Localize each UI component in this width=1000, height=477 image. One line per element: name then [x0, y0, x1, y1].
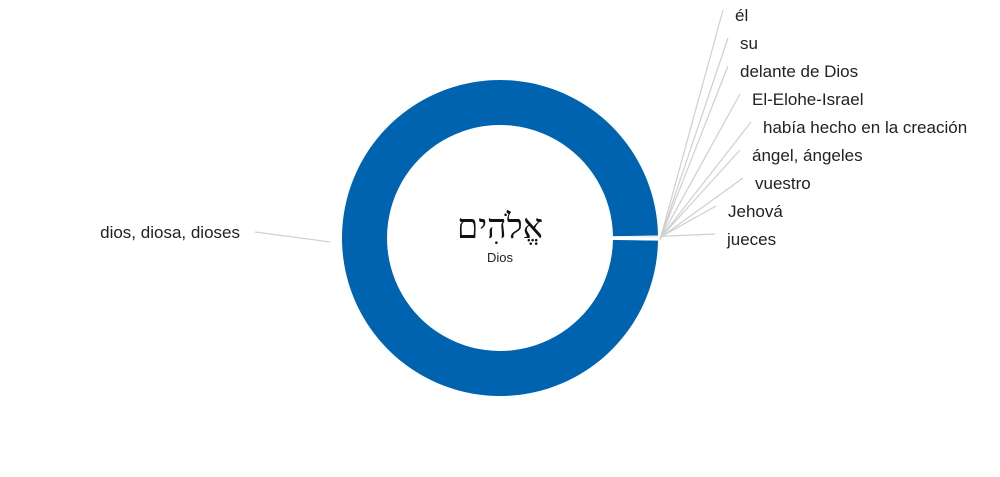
leader-line-el-elohe-israel — [659, 93, 741, 240]
leader-line-jueces — [659, 233, 716, 237]
slice-label-el: él — [735, 6, 748, 25]
slices-layer — [341, 79, 659, 396]
leader-line-dios-diosa-dioses — [254, 231, 331, 243]
slice-label-jueces: jueces — [726, 230, 776, 249]
slice-el — [612, 239, 659, 241]
leader-line-vuestro — [659, 177, 744, 239]
leader-line-su — [659, 37, 729, 241]
slice-label-angel-angeles: ángel, ángeles — [752, 146, 863, 165]
slice-label-delante-de-dios: delante de Dios — [740, 62, 858, 81]
slice-labels-layer: dios, diosa, dioses jueces Jehová vuestro án… — [100, 6, 967, 249]
leader-line-el — [659, 9, 724, 241]
slice-label-habia-hecho-en-la-creacion: había hecho en la creación — [763, 118, 967, 137]
slice-label-dios-diosa-dioses: dios, diosa, dioses — [100, 223, 240, 242]
leader-line-delante-de-dios — [659, 65, 729, 240]
leader-lines-layer — [254, 9, 752, 243]
leader-line-jehova — [659, 205, 717, 238]
leader-line-angel-angeles — [659, 149, 741, 239]
leader-line-habia-hecho-en-la-creacion — [659, 121, 752, 240]
center-subtitle: Dios — [487, 250, 514, 265]
slice-label-vuestro: vuestro — [755, 174, 811, 193]
slice-label-jehova: Jehová — [728, 202, 783, 221]
center-title: אֱלֹהִים — [457, 207, 543, 247]
slice-label-el-elohe-israel: El-Elohe-Israel — [752, 90, 864, 109]
slice-label-su: su — [740, 34, 758, 53]
